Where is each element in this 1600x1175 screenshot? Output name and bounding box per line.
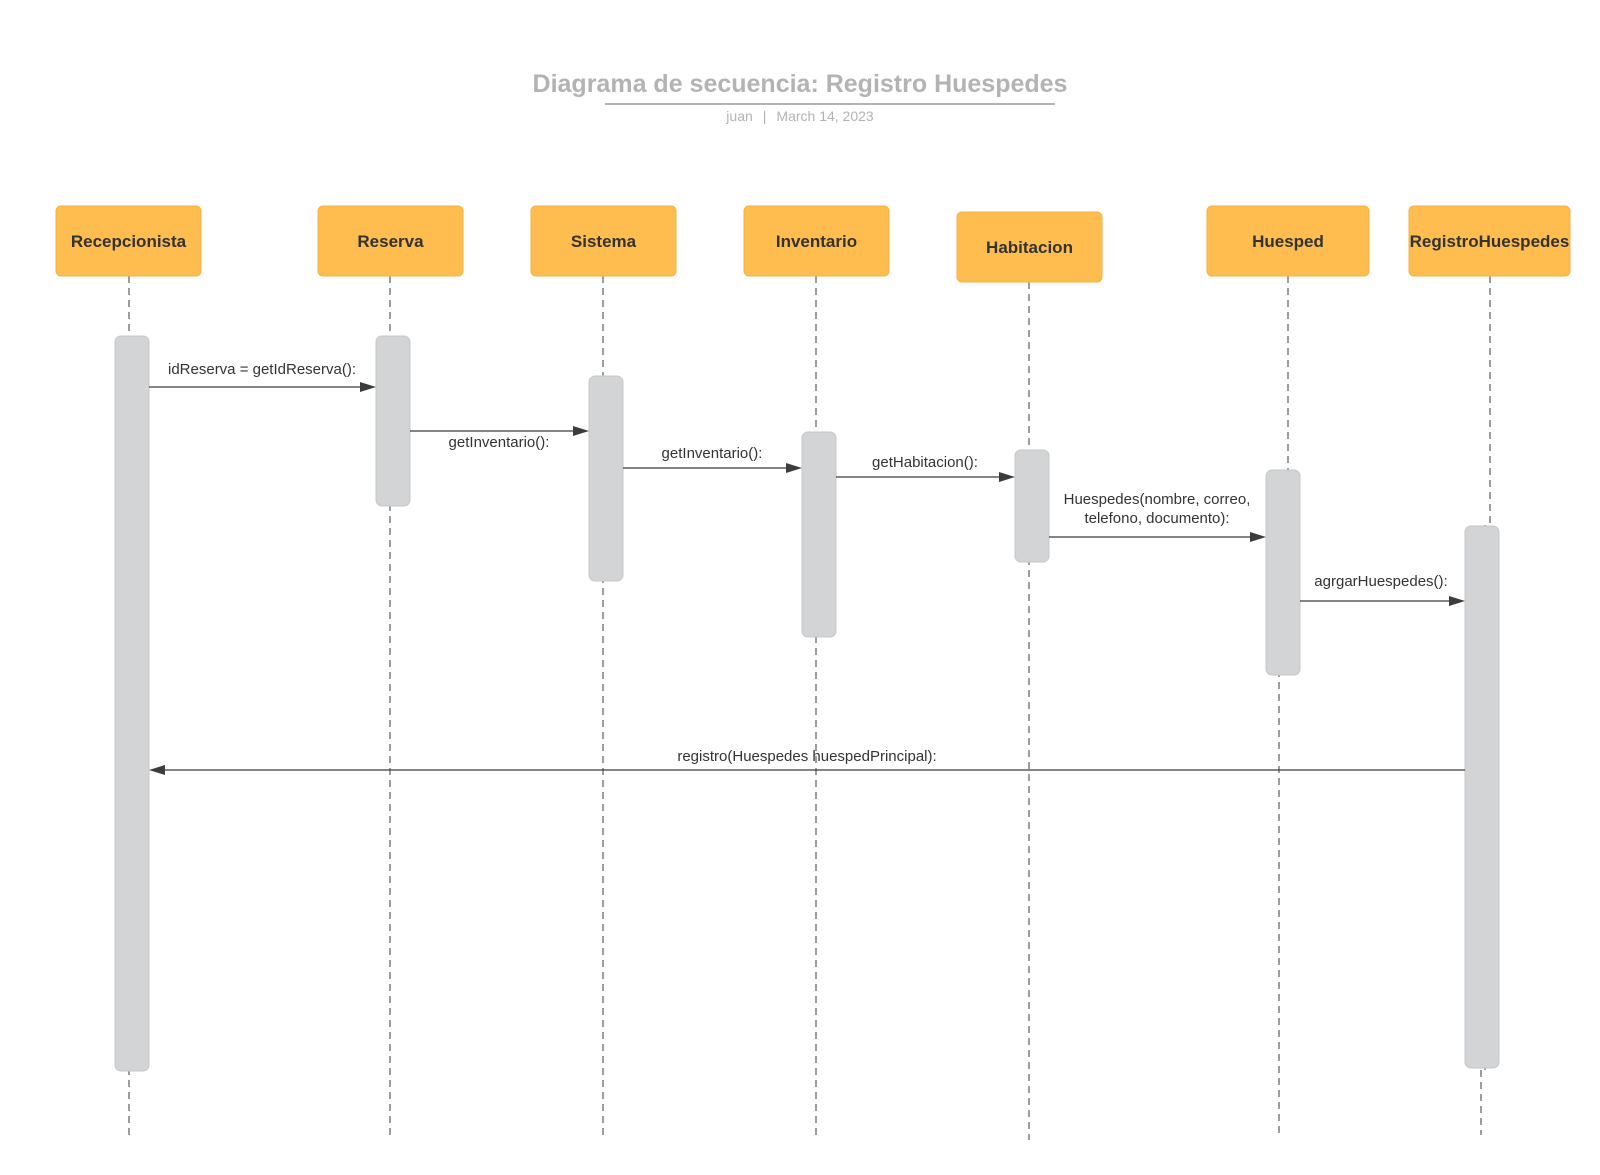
message-arrowhead-4 xyxy=(999,472,1015,482)
activation-bar-habitacion xyxy=(1014,449,1050,563)
participant-label-habitacion: Habitacion xyxy=(986,238,1073,257)
message-arrowhead-6 xyxy=(1449,596,1465,606)
message-label-1: idReserva = getIdReserva(): xyxy=(168,361,356,378)
participant-box-recepcionista xyxy=(55,205,202,277)
participant-label-reserva: Reserva xyxy=(357,232,424,251)
message-arrowhead-3 xyxy=(786,463,802,473)
message-label-3: getInventario(): xyxy=(662,445,763,462)
diagram-date: March 14, 2023 xyxy=(776,108,874,124)
message-label-6: agrgarHuespedes(): xyxy=(1314,573,1447,590)
participant-label-registro: RegistroHuespedes xyxy=(1410,232,1570,251)
participant-box-registro xyxy=(1408,205,1571,277)
message-label-4: getHabitacion(): xyxy=(872,454,978,471)
message-arrowhead-7 xyxy=(149,765,165,775)
message-arrowhead-2 xyxy=(573,426,589,436)
activation-bar-registro xyxy=(1464,525,1500,1069)
participant-box-reserva xyxy=(317,205,464,277)
participant-label-huesped: Huesped xyxy=(1252,232,1324,251)
meta-separator: | xyxy=(762,108,767,124)
author-name: juan xyxy=(726,108,753,124)
participant-label-inventario: Inventario xyxy=(776,232,857,251)
participant-box-inventario xyxy=(743,205,890,277)
participant-box-huesped xyxy=(1206,205,1370,277)
message-arrowhead-1 xyxy=(360,382,376,392)
message-label-5: telefono, documento): xyxy=(1084,510,1229,527)
activation-bar-sistema xyxy=(588,375,624,582)
diagram-header: Diagrama de secuencia: Registro Huespede… xyxy=(0,0,1600,140)
message-label-5: Huespedes(nombre, correo, xyxy=(1064,491,1251,508)
message-arrowhead-5 xyxy=(1250,532,1266,542)
message-label-7: registro(Huespedes huespedPrincipal): xyxy=(677,748,936,765)
message-label-2: getInventario(): xyxy=(449,434,550,451)
participant-box-sistema xyxy=(530,205,677,277)
diagram-meta: juan | March 14, 2023 xyxy=(0,108,1600,124)
activation-bar-huesped xyxy=(1265,469,1301,676)
participant-label-recepcionista: Recepcionista xyxy=(71,232,187,251)
diagram-title: Diagrama de secuencia: Registro Huespede… xyxy=(532,70,1068,98)
participant-label-sistema: Sistema xyxy=(571,232,637,251)
title-underline xyxy=(605,103,1055,105)
activation-bar-reserva xyxy=(375,335,411,507)
participant-box-habitacion xyxy=(956,211,1103,283)
activation-bar-recepcionista xyxy=(114,335,150,1072)
activation-bar-inventario xyxy=(801,431,837,638)
